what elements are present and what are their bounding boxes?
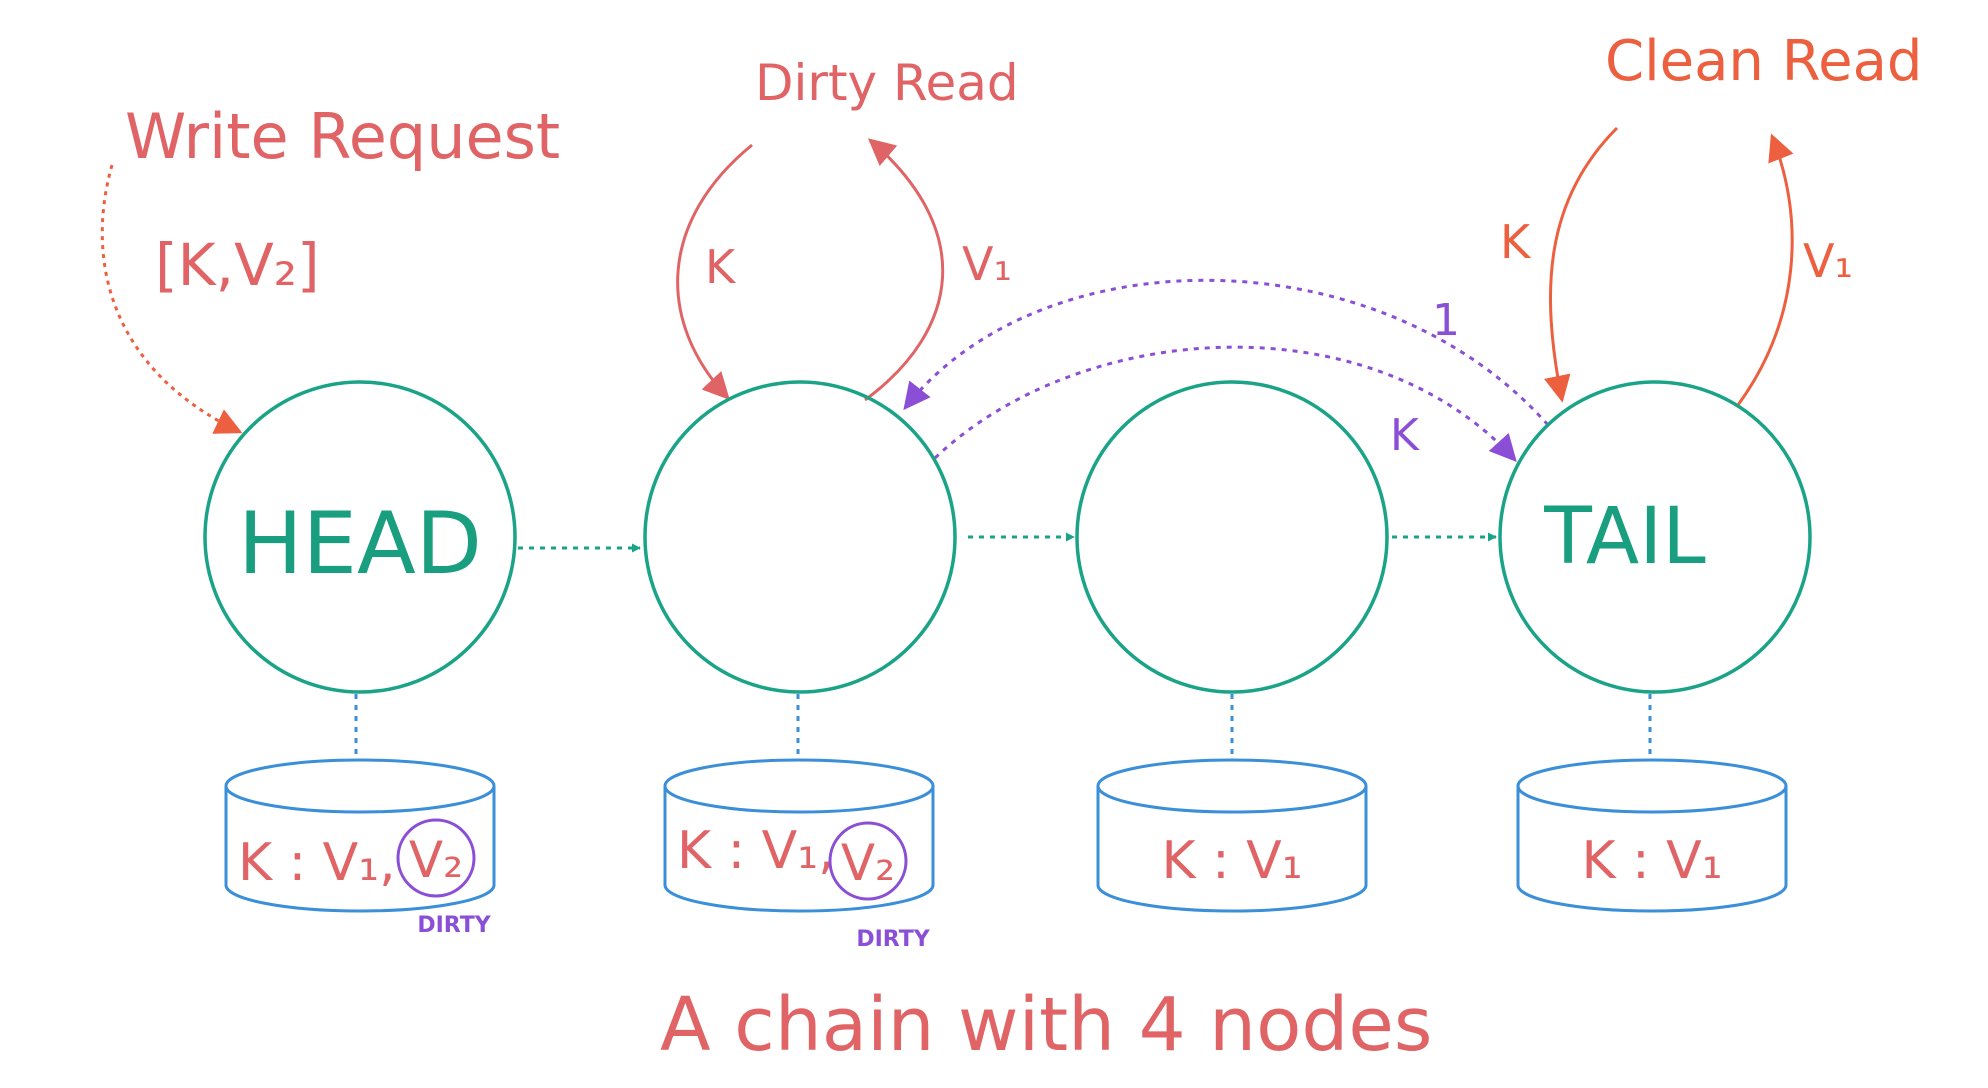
dirty-value: V₂ <box>841 834 895 892</box>
storage-value: K : V₁ <box>1161 831 1302 891</box>
clean-read-value-arrow <box>1736 133 1794 406</box>
forward-key-label: K <box>1390 410 1420 461</box>
dirty-read-key-arrow <box>676 143 753 400</box>
dirty-tag: DIRTY <box>856 927 930 952</box>
dirty-tag: DIRTY <box>417 913 491 938</box>
dirty-read-key: K <box>705 240 737 294</box>
forward-key-arrow <box>933 345 1517 462</box>
ack-arrow <box>903 278 1550 426</box>
storage-value: K : V₁, <box>238 833 396 893</box>
storage-head: K : V₁, V₂ DIRTY <box>224 758 496 938</box>
write-payload-label: [K,V₂] <box>155 231 320 299</box>
node-label: TAIL <box>1543 492 1706 582</box>
dirty-read-value: V₁ <box>962 237 1012 291</box>
dirty-value: V₂ <box>409 831 463 889</box>
node-head: HEAD <box>203 380 517 694</box>
clean-read-label: Clean Read <box>1605 29 1922 94</box>
storage-value: K : V₁ <box>1581 831 1722 891</box>
dirty-read-label: Dirty Read <box>755 54 1019 112</box>
clean-read-value: V₁ <box>1803 234 1853 288</box>
storage-node-2: K : V₁, V₂ DIRTY <box>663 758 935 952</box>
node-label: HEAD <box>238 494 482 594</box>
storage-value: K : V₁, <box>677 821 835 881</box>
write-request-label: Write Request <box>125 100 560 173</box>
ack-value-label: 1 <box>1432 295 1460 346</box>
node-middle-1 <box>643 380 957 694</box>
storage-tail: K : V₁ <box>1516 758 1788 913</box>
node-tail: TAIL <box>1498 380 1812 694</box>
clean-read-key-arrow <box>1544 126 1619 403</box>
node-middle-2 <box>1075 380 1389 694</box>
dirty-read-value-arrow <box>864 138 945 402</box>
storage-node-3: K : V₁ <box>1096 758 1368 913</box>
diagram-caption: A chain with 4 nodes <box>660 982 1432 1068</box>
write-request-arrow <box>100 164 243 434</box>
clean-read-key: K <box>1500 215 1532 269</box>
